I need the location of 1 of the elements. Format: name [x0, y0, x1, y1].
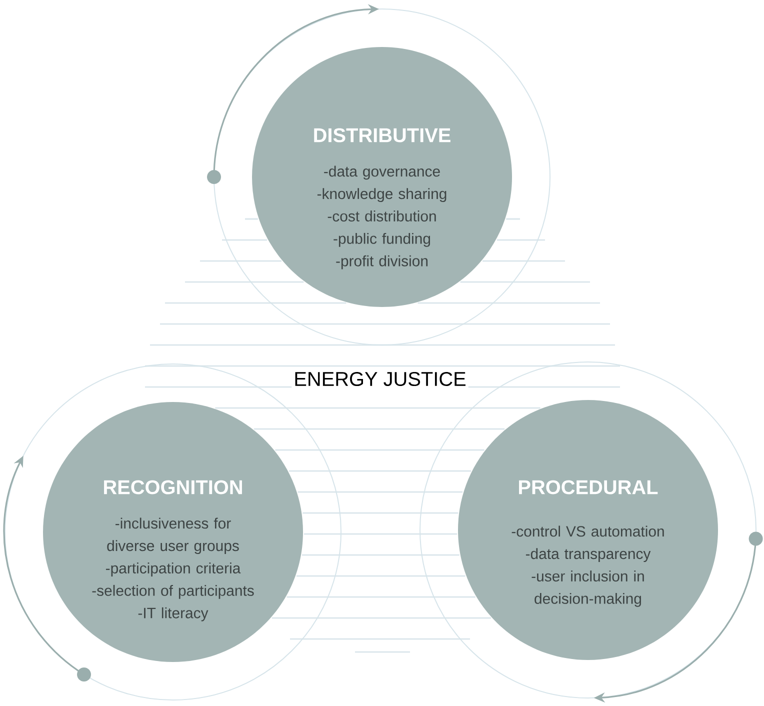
center-title: ENERGY JUSTICE [292, 370, 468, 388]
